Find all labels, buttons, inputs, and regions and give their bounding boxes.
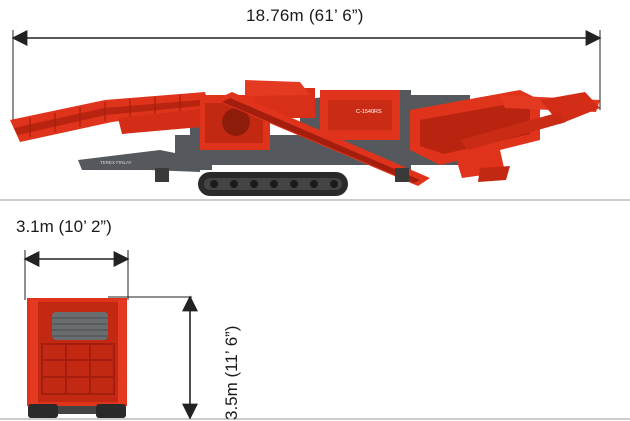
crusher-body — [200, 80, 400, 150]
transport-height-label: 3.5m (11’ 6”) — [222, 325, 241, 420]
transport-width-label: 3.1m (10’ 2”) — [16, 217, 112, 236]
feed-conveyor — [10, 92, 212, 142]
crawler-track — [198, 172, 348, 196]
chassis-brand-text: TEREX FINLAY — [100, 160, 132, 165]
model-plate-text: C-1540RS — [356, 109, 382, 115]
length-dimension — [11, 30, 602, 120]
side-branding-text: www.terexfinlay.com — [47, 133, 92, 148]
front-view-machine — [27, 298, 127, 418]
overall-length-label: 18.76m (61’ 6”) — [246, 6, 364, 25]
height-dimension — [108, 295, 198, 420]
side-view-machine: www.terexfinlay.com C-1540RS TEREX FINLA… — [10, 80, 600, 196]
width-dimension — [23, 250, 130, 300]
screen-module — [410, 90, 600, 182]
